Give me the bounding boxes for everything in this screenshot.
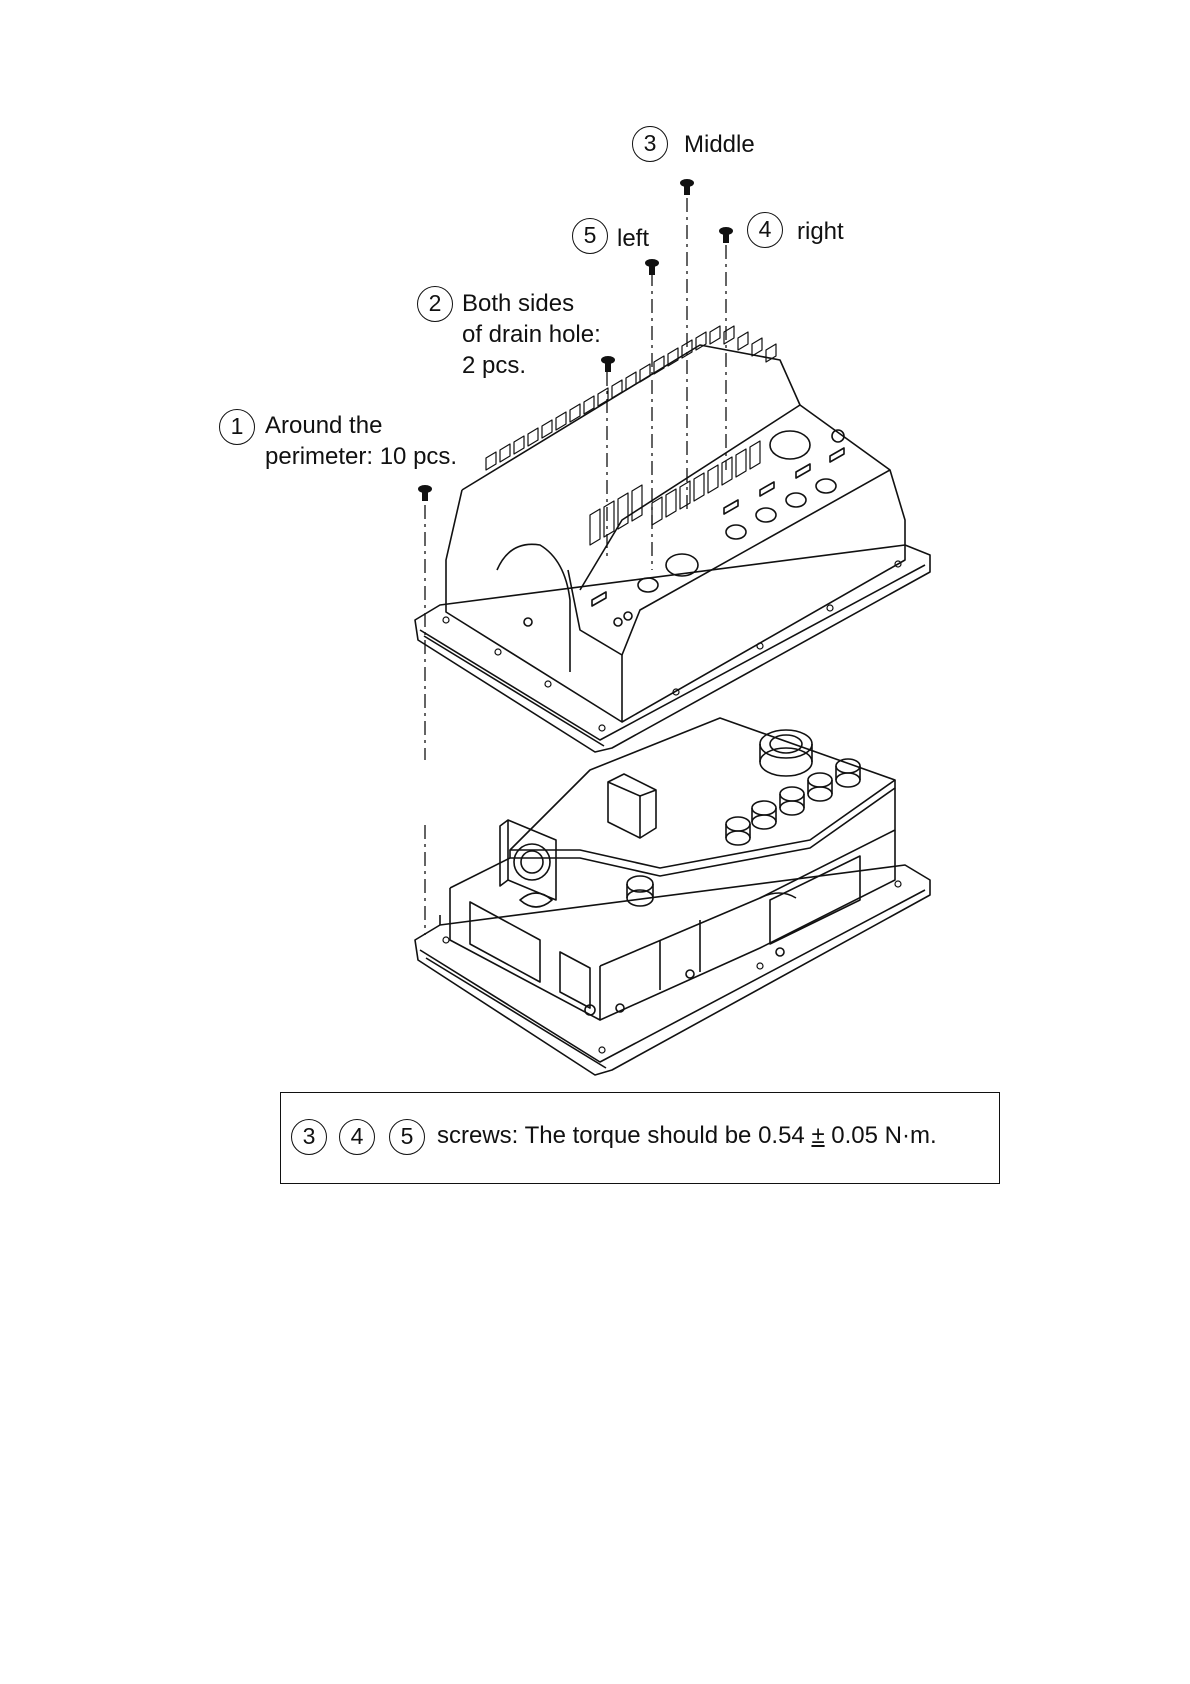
- callout-3-text: Middle: [684, 130, 755, 160]
- torque-note-text: screws: The torque should be 0.54 ± 0.05…: [437, 1121, 937, 1151]
- round-connectors: [627, 759, 860, 906]
- flange-holes: [443, 561, 901, 731]
- note-badge-5: 5: [389, 1119, 425, 1155]
- torque-note-prefix: screws: The torque should be 0.54: [437, 1122, 811, 1149]
- note-badge-4: 4: [339, 1119, 375, 1155]
- callout-4-badge: 4: [747, 212, 783, 248]
- heatsink-fins: [486, 326, 776, 545]
- callout-2-line-1: Both sides: [462, 289, 574, 319]
- bottom-assembly: [415, 718, 930, 1075]
- callout-1-line-1: Around the: [265, 411, 382, 441]
- callout-2-line-2: of drain hole:: [462, 320, 601, 350]
- callout-2-badge: 2: [417, 286, 453, 322]
- torque-note-suffix: 0.05 N·m.: [825, 1122, 937, 1149]
- callout-3-badge: 3: [632, 126, 668, 162]
- top-cover-housing: [415, 326, 930, 752]
- callout-5-badge: 5: [572, 218, 608, 254]
- callout-4-text: right: [797, 217, 844, 247]
- note-badge-3: 3: [291, 1119, 327, 1155]
- torque-note-box: 3 4 5 screws: The torque should be 0.54 …: [280, 1092, 1000, 1184]
- plus-minus-symbol: ±: [811, 1122, 824, 1149]
- callout-2-line-3: 2 pcs.: [462, 351, 526, 381]
- callout-5-text: left: [617, 224, 649, 254]
- deck-ports: [592, 430, 844, 626]
- callout-1-badge: 1: [219, 409, 255, 445]
- callout-1-line-2: perimeter: 10 pcs.: [265, 442, 457, 472]
